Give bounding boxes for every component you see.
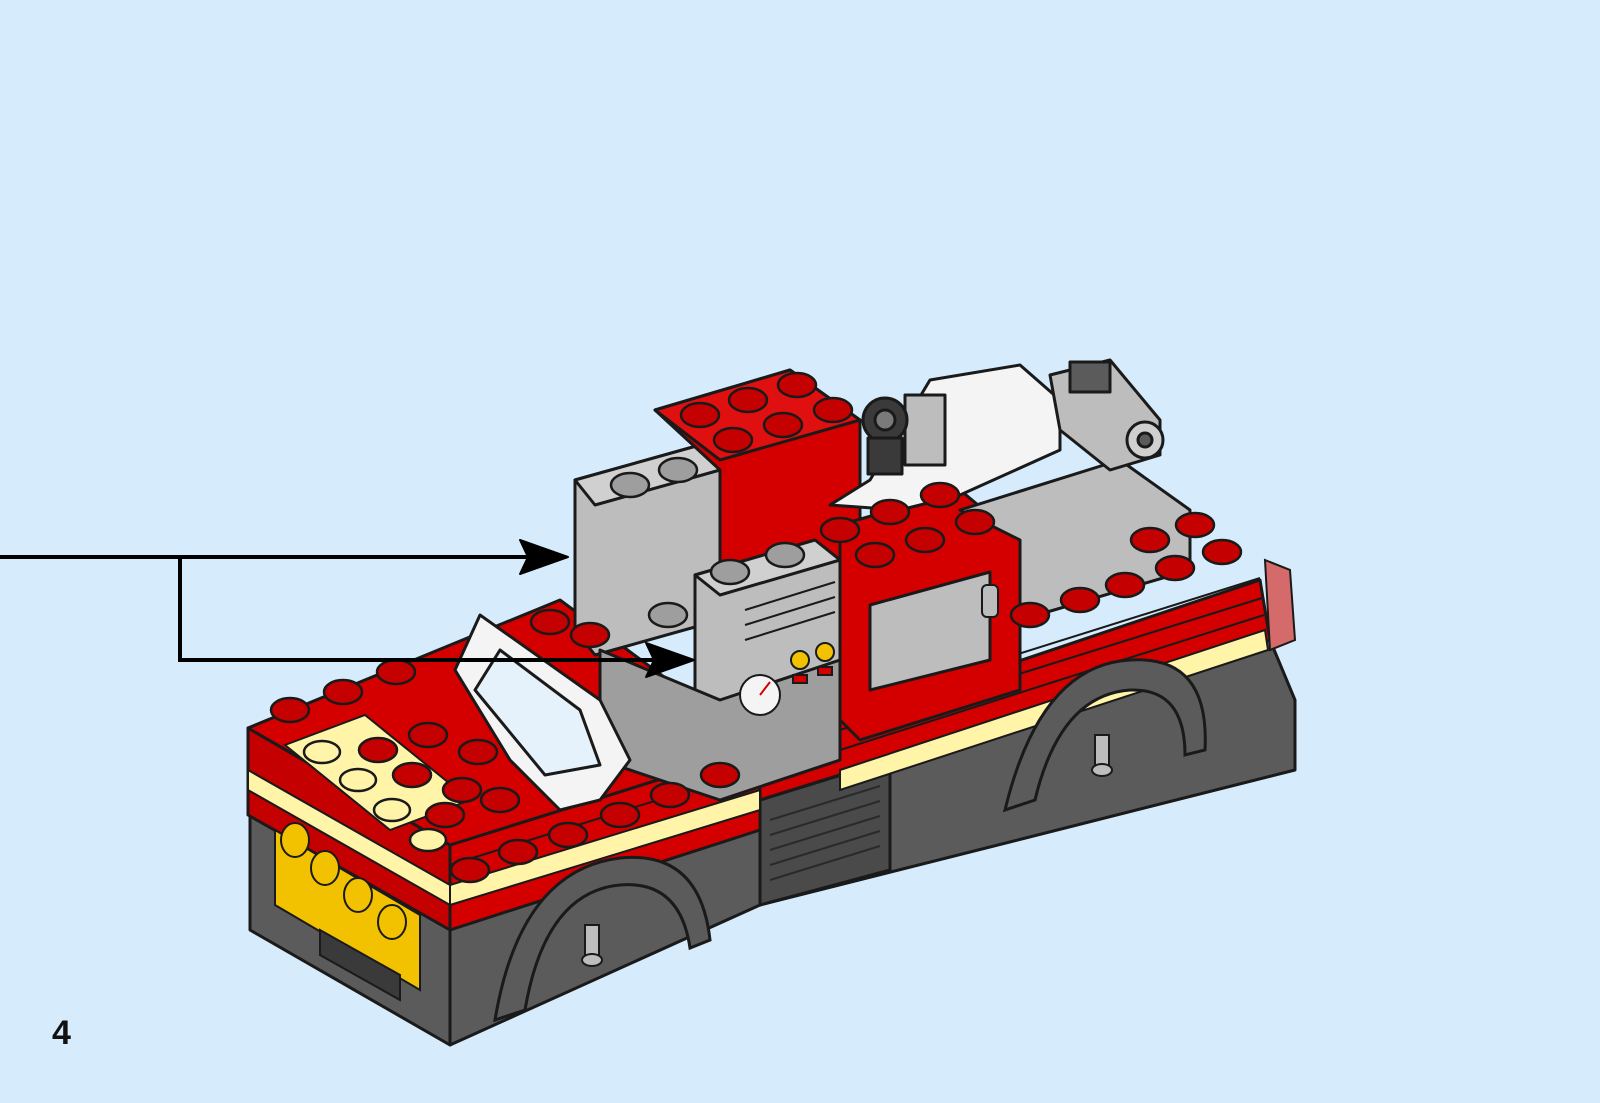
tail-light	[1265, 560, 1295, 650]
arrow-head-lower	[646, 643, 694, 677]
arrow-head-upper	[520, 540, 568, 574]
cabinet-handle	[982, 585, 998, 617]
step-page-number: 4	[52, 1016, 71, 1050]
